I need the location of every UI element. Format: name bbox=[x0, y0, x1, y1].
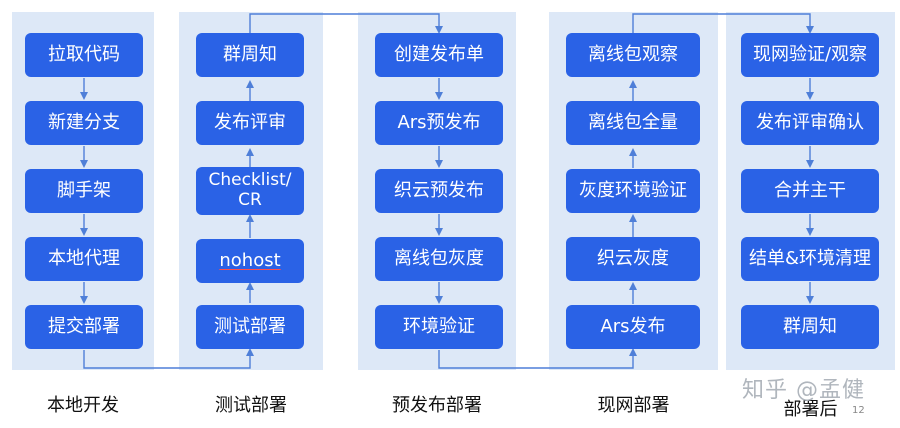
caption-pre-release: 预发布部署 bbox=[392, 395, 482, 416]
step-local-proxy: 本地代理 bbox=[25, 237, 143, 281]
step-env-verify: 环境验证 bbox=[375, 305, 503, 349]
caption-production: 现网部署 bbox=[597, 395, 670, 416]
step-final-group-notice: 群周知 bbox=[741, 305, 879, 349]
step-prod-verify-observe: 现网验证/观察 bbox=[741, 33, 879, 77]
step-nohost-label: nohost bbox=[219, 249, 281, 271]
page-number: 12 bbox=[852, 405, 865, 416]
step-checklist-cr: Checklist/ CR bbox=[196, 167, 304, 215]
step-merge-trunk: 合并主干 bbox=[741, 169, 879, 213]
step-ars-pre-release: Ars预发布 bbox=[375, 101, 503, 145]
caption-local-dev: 本地开发 bbox=[47, 395, 119, 416]
step-offline-pkg-full: 离线包全量 bbox=[566, 101, 700, 145]
step-release-review-confirm: 发布评审确认 bbox=[741, 101, 879, 145]
step-test-deploy: 测试部署 bbox=[196, 305, 304, 349]
step-group-notice: 群周知 bbox=[196, 33, 304, 77]
caption-post-deploy: 部署后 bbox=[783, 399, 838, 420]
caption-test-deploy: 测试部署 bbox=[215, 395, 287, 416]
watermark: 知乎 @孟健 bbox=[742, 378, 865, 403]
step-zhiyun-gray: 织云灰度 bbox=[566, 237, 700, 281]
step-new-branch: 新建分支 bbox=[25, 101, 143, 145]
step-ars-release: Ars发布 bbox=[566, 305, 700, 349]
step-gray-env-verify: 灰度环境验证 bbox=[566, 169, 700, 213]
step-nohost: nohost bbox=[196, 239, 304, 283]
step-release-review: 发布评审 bbox=[196, 101, 304, 145]
step-submit-deploy: 提交部署 bbox=[25, 305, 143, 349]
step-pull-code: 拉取代码 bbox=[25, 33, 143, 77]
step-zhiyun-pre-release: 织云预发布 bbox=[375, 169, 503, 213]
step-scaffold: 脚手架 bbox=[25, 169, 143, 213]
step-offline-pkg-gray: 离线包灰度 bbox=[375, 237, 503, 281]
step-close-and-cleanup: 结单&环境清理 bbox=[741, 237, 879, 281]
step-offline-pkg-observe: 离线包观察 bbox=[566, 33, 700, 77]
step-create-release-ticket: 创建发布单 bbox=[375, 33, 503, 77]
